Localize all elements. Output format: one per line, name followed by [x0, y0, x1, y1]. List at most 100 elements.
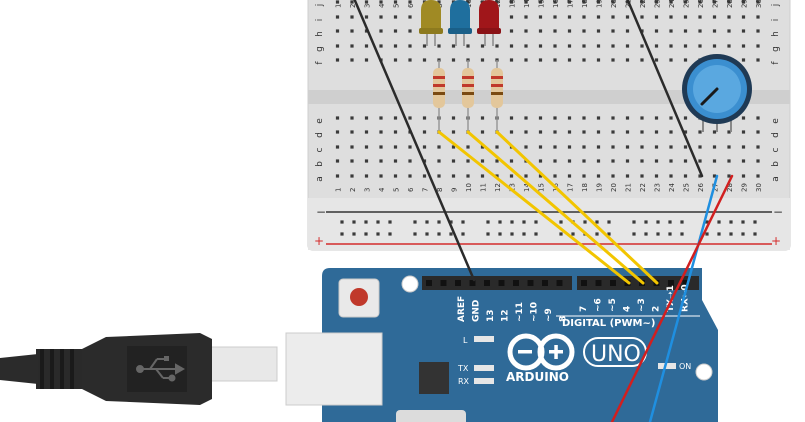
breadboard-hole[interactable]	[669, 29, 673, 33]
header-pin[interactable]	[595, 280, 602, 286]
breadboard-hole[interactable]	[408, 0, 412, 4]
rail-hole[interactable]	[717, 232, 721, 236]
breadboard-hole[interactable]	[466, 44, 470, 48]
breadboard-hole[interactable]	[437, 174, 441, 178]
breadboard-hole[interactable]	[741, 145, 746, 149]
header-pin[interactable]	[455, 280, 461, 286]
breadboard-hole[interactable]	[582, 58, 586, 62]
breadboard-hole[interactable]	[640, 15, 644, 19]
header-pin[interactable]	[498, 280, 505, 286]
rail-hole[interactable]	[680, 232, 684, 236]
breadboard-hole[interactable]	[538, 58, 543, 62]
rail-hole[interactable]	[717, 220, 721, 224]
rail-hole[interactable]	[741, 232, 745, 236]
resistor-1[interactable]	[433, 60, 445, 132]
breadboard-hole[interactable]	[553, 29, 557, 33]
breadboard-hole[interactable]	[524, 116, 528, 120]
breadboard-hole[interactable]	[422, 174, 427, 178]
rail-hole[interactable]	[644, 232, 648, 236]
rail-hole[interactable]	[632, 232, 636, 236]
breadboard-hole[interactable]	[567, 15, 572, 19]
breadboard-hole[interactable]	[654, 29, 659, 33]
header-pin[interactable]	[513, 280, 519, 286]
breadboard-hole[interactable]	[654, 58, 659, 62]
breadboard-hole[interactable]	[495, 159, 499, 163]
breadboard-hole[interactable]	[350, 15, 354, 19]
breadboard-hole[interactable]	[451, 174, 456, 178]
breadboard-hole[interactable]	[712, 29, 717, 33]
breadboard-hole[interactable]	[582, 44, 586, 48]
rail-hole[interactable]	[559, 232, 563, 236]
breadboard-hole[interactable]	[379, 0, 383, 4]
breadboard-hole[interactable]	[698, 15, 702, 19]
breadboard-hole[interactable]	[712, 130, 717, 134]
breadboard-hole[interactable]	[408, 116, 412, 120]
rail-hole[interactable]	[668, 232, 672, 236]
breadboard-hole[interactable]	[364, 0, 369, 4]
breadboard-hole[interactable]	[683, 15, 688, 19]
rail-hole[interactable]	[522, 232, 526, 236]
breadboard-hole[interactable]	[538, 130, 543, 134]
breadboard-hole[interactable]	[683, 174, 688, 178]
breadboard-hole[interactable]	[596, 145, 601, 149]
breadboard-hole[interactable]	[727, 145, 731, 149]
breadboard-hole[interactable]	[364, 174, 369, 178]
rail-hole[interactable]	[352, 220, 356, 224]
led-red[interactable]	[477, 0, 501, 46]
breadboard-hole[interactable]	[596, 174, 601, 178]
breadboard-hole[interactable]	[364, 159, 369, 163]
breadboard-hole[interactable]	[741, 159, 746, 163]
resistor-3[interactable]	[491, 60, 503, 132]
breadboard-hole[interactable]	[640, 116, 644, 120]
breadboard-hole[interactable]	[495, 0, 499, 4]
breadboard-hole[interactable]	[640, 44, 644, 48]
breadboard-hole[interactable]	[625, 44, 630, 48]
header-pin[interactable]	[426, 280, 432, 286]
breadboard-hole[interactable]	[698, 44, 702, 48]
breadboard-hole[interactable]	[741, 0, 746, 4]
breadboard-hole[interactable]	[524, 29, 528, 33]
breadboard-hole[interactable]	[654, 130, 659, 134]
wire-analog[interactable]	[648, 174, 719, 422]
header-pin[interactable]	[556, 280, 563, 286]
potentiometer[interactable]	[682, 54, 752, 132]
rail-hole[interactable]	[413, 220, 417, 224]
breadboard-hole[interactable]	[408, 174, 412, 178]
breadboard-hole[interactable]	[611, 0, 615, 4]
rail-hole[interactable]	[449, 220, 453, 224]
breadboard-hole[interactable]	[712, 145, 717, 149]
breadboard-hole[interactable]	[466, 0, 470, 4]
breadboard-hole[interactable]	[712, 0, 717, 4]
breadboard-hole[interactable]	[596, 159, 601, 163]
breadboard-hole[interactable]	[350, 58, 354, 62]
breadboard-hole[interactable]	[712, 15, 717, 19]
breadboard-hole[interactable]	[393, 116, 398, 120]
breadboard-hole[interactable]	[669, 159, 673, 163]
breadboard-hole[interactable]	[756, 58, 760, 62]
breadboard-hole[interactable]	[379, 159, 383, 163]
rail-hole[interactable]	[340, 232, 344, 236]
breadboard-hole[interactable]	[422, 116, 427, 120]
breadboard-hole[interactable]	[524, 15, 528, 19]
breadboard-hole[interactable]	[654, 0, 659, 4]
breadboard-hole[interactable]	[669, 15, 673, 19]
breadboard-hole[interactable]	[524, 58, 528, 62]
breadboard-hole[interactable]	[335, 29, 340, 33]
rail-hole[interactable]	[486, 232, 490, 236]
breadboard-hole[interactable]	[408, 29, 412, 33]
header-pin[interactable]	[469, 280, 476, 286]
breadboard-hole[interactable]	[654, 145, 659, 149]
breadboard-hole[interactable]	[480, 174, 485, 178]
header-pin[interactable]	[484, 280, 490, 286]
rail-hole[interactable]	[340, 220, 344, 224]
breadboard-hole[interactable]	[654, 159, 659, 163]
breadboard-hole[interactable]	[582, 159, 586, 163]
breadboard-hole[interactable]	[567, 0, 572, 4]
breadboard-hole[interactable]	[509, 58, 514, 62]
rail-hole[interactable]	[437, 220, 441, 224]
breadboard-hole[interactable]	[756, 145, 760, 149]
breadboard-hole[interactable]	[466, 174, 470, 178]
breadboard-hole[interactable]	[625, 116, 630, 120]
rail-hole[interactable]	[498, 220, 502, 224]
